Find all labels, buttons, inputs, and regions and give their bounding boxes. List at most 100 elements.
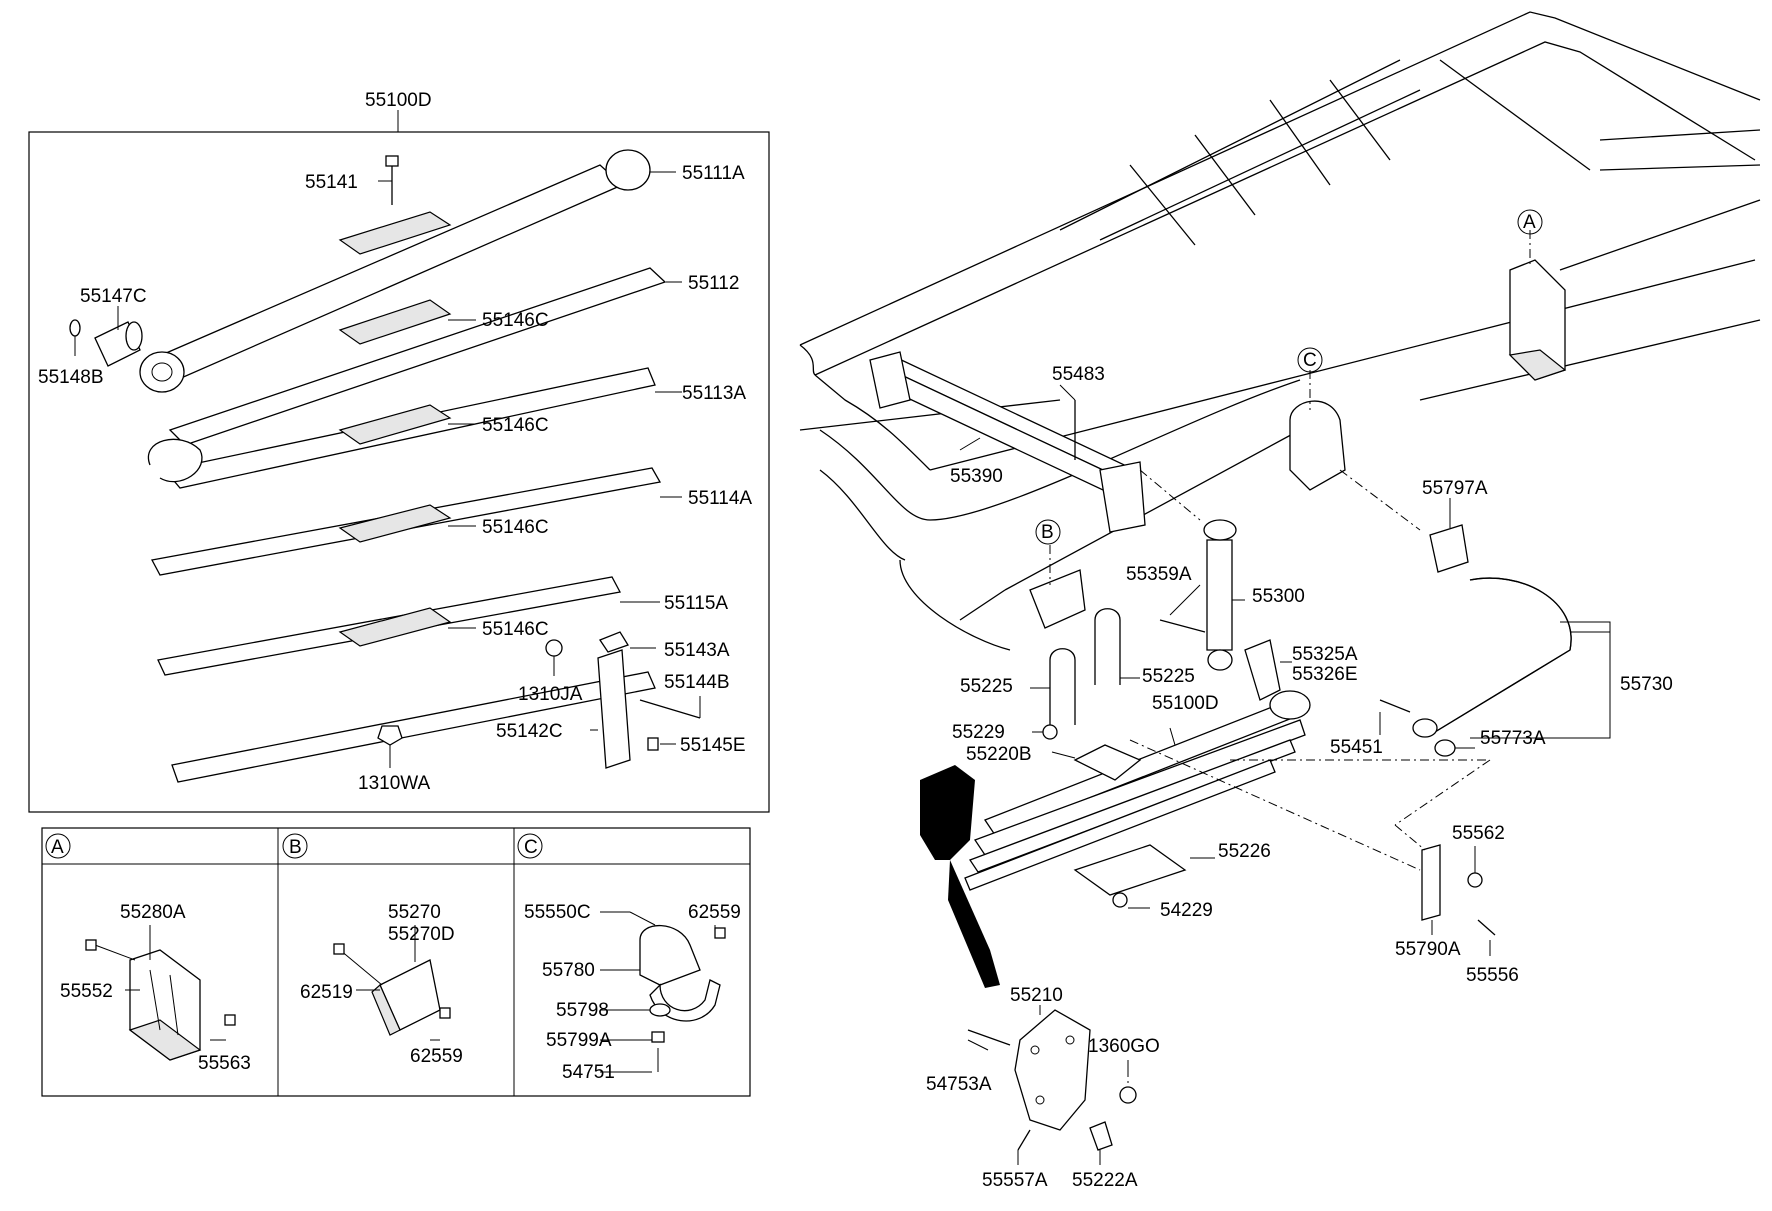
pin-55143a (599, 631, 629, 653)
label-55114a: 55114A (688, 488, 752, 509)
bracket-55780 (629, 911, 726, 1072)
label-55146c-4: 55146C (482, 619, 549, 640)
callout-b-frame: B (1041, 522, 1054, 543)
nut-55229 (1042, 724, 1058, 740)
strap-silhouette (948, 860, 1000, 988)
callout-c-box: C (524, 837, 538, 858)
bushing-55773a (1434, 739, 1456, 757)
label-55226: 55226 (1218, 841, 1271, 862)
label-55113a: 55113A (682, 383, 746, 404)
assembly-box (28, 131, 770, 813)
nut-1360go (1119, 1086, 1137, 1104)
link-55790a (1421, 844, 1496, 936)
bracket-b-frame (1029, 519, 1086, 629)
leaf-55111a (139, 149, 651, 393)
bracket-55280a (85, 939, 236, 1061)
label-55790a: 55790A (1395, 939, 1461, 960)
bracket-55210 (967, 1009, 1137, 1151)
seat-55220b (1073, 744, 1142, 781)
label-55483: 55483 (1052, 364, 1105, 385)
label-55229: 55229 (952, 722, 1005, 743)
leaf-spring-assembly-panel (28, 110, 770, 813)
nut-55562 (1467, 872, 1483, 888)
nut-1310wa (377, 725, 403, 746)
label-1310wa: 1310WA (358, 773, 430, 794)
chassis-frame (799, 11, 1761, 651)
detail-panels (41, 827, 751, 1097)
label-55148b: 55148B (38, 367, 104, 388)
labels: 55100D 55141 55111A 55147C 55112 55146C … (38, 90, 1673, 1191)
label-1310ja: 1310JA (518, 684, 583, 705)
label-55798: 55798 (556, 1000, 609, 1021)
bolt-55144b (639, 699, 701, 719)
nut-1310ja (545, 639, 563, 657)
label-55143a: 55143A (664, 640, 730, 661)
bracket-55325a (1244, 639, 1281, 701)
bracket-c-frame (1289, 347, 1346, 491)
label-55145e: 55145E (680, 735, 746, 756)
label-55210: 55210 (1010, 985, 1063, 1006)
label-55773a: 55773A (1480, 728, 1546, 749)
pad-55146c-3 (338, 504, 452, 543)
leaf-bottom (171, 671, 656, 783)
bushing-55797a (1429, 524, 1469, 573)
label-55451: 55451 (1330, 737, 1383, 758)
label-62519: 62519 (300, 982, 353, 1003)
label-55100d-main: 55100D (1152, 693, 1219, 714)
label-54753a: 54753A (926, 1074, 992, 1095)
label-55563: 55563 (198, 1053, 251, 1074)
label-55225-a: 55225 (960, 676, 1013, 697)
bolt-55556 (1477, 919, 1496, 936)
label-55780: 55780 (542, 960, 595, 981)
label-1360go: 1360GO (1088, 1036, 1160, 1057)
label-55146c-1: 55146C (482, 310, 549, 331)
callout-c-frame: C (1303, 350, 1317, 371)
clip-55145e (647, 737, 659, 751)
bolt-55359a (1159, 619, 1206, 633)
pad-55146c-2 (338, 404, 452, 445)
bushing-55147c (69, 319, 143, 367)
bumper-silhouette (920, 765, 975, 860)
callout-a-frame: A (1523, 212, 1536, 233)
stabilizer-bar-55730 (1379, 524, 1572, 757)
label-55300: 55300 (1252, 586, 1305, 607)
label-55797a: 55797A (1422, 478, 1488, 499)
label-55112: 55112 (688, 273, 739, 294)
label-55146c-3: 55146C (482, 517, 549, 538)
pin-55222a (1089, 1121, 1113, 1151)
label-55280a: 55280A (120, 902, 186, 923)
bolt-55557a (1017, 1129, 1031, 1151)
label-55220b: 55220B (966, 744, 1032, 765)
nut-54229 (1112, 892, 1128, 908)
label-55326e: 55326E (1292, 664, 1358, 685)
guide-lines (1127, 469, 1491, 1085)
label-55142c: 55142C (496, 721, 563, 742)
ring-55148b (69, 319, 81, 337)
label-54229: 54229 (1160, 900, 1213, 921)
bracket-a-frame (1508, 209, 1567, 381)
leaf-spring-55100d-main (964, 690, 1311, 908)
label-55359a: 55359A (1126, 564, 1192, 585)
pad-55146c-top (338, 211, 452, 255)
u-bolts-55225 (1042, 608, 1121, 740)
label-55115a: 55115A (664, 593, 728, 614)
shock-55300 (1159, 519, 1281, 701)
label-55390: 55390 (950, 466, 1003, 487)
pad-55146c-4 (338, 607, 452, 647)
label-55556: 55556 (1466, 965, 1519, 986)
label-62559-c: 62559 (688, 902, 741, 923)
label-55111a: 55111A (682, 163, 745, 184)
leader-lines-details (125, 911, 716, 1073)
label-55550c: 55550C (524, 902, 591, 923)
label-62559-b: 62559 (410, 1046, 463, 1067)
label-55562: 55562 (1452, 823, 1505, 844)
label-55270d: 55270D (388, 924, 455, 945)
label-55225-b: 55225 (1142, 666, 1195, 687)
plate-55226 (1073, 844, 1187, 896)
label-54751: 54751 (562, 1062, 615, 1083)
label-55100d-top: 55100D (365, 90, 432, 111)
label-55144b: 55144B (664, 672, 730, 693)
label-55270: 55270 (388, 902, 441, 923)
